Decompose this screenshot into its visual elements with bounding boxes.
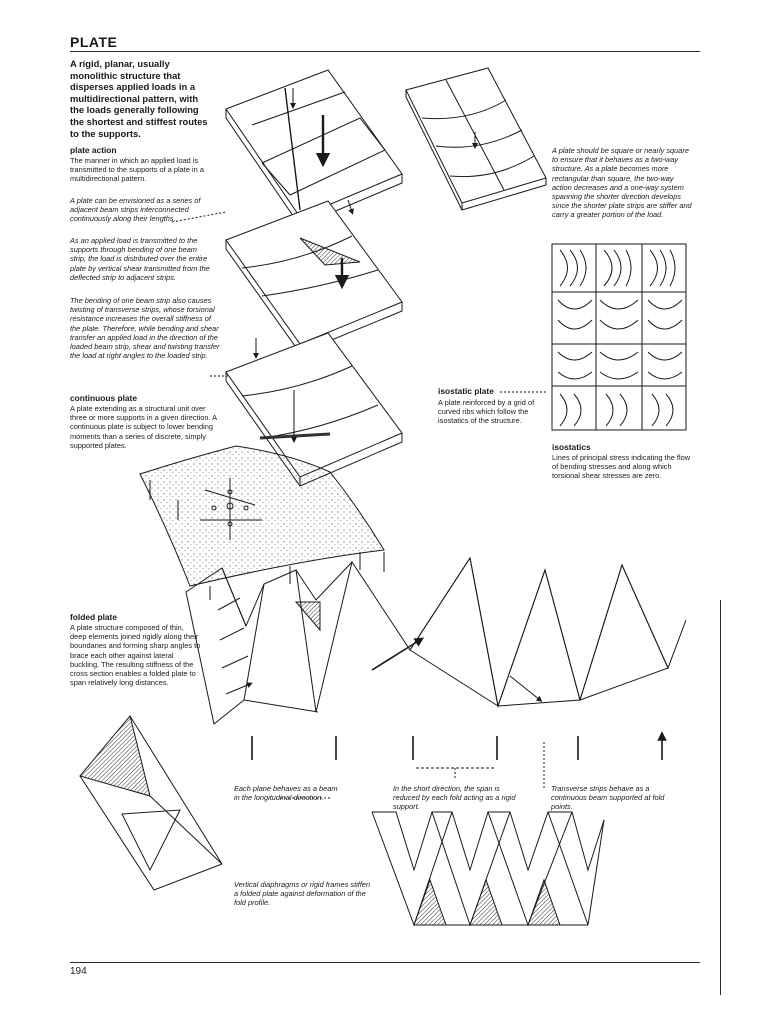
plate-action-plate-2 xyxy=(226,201,402,353)
isostatics-grid xyxy=(552,244,686,430)
plate-action-plate-1 xyxy=(226,70,402,226)
leader-line-icon xyxy=(172,212,226,222)
support-arrow-icon xyxy=(252,736,662,768)
diaphragm-drawing xyxy=(80,716,222,890)
multi-fold-plate-drawing xyxy=(372,812,604,925)
rectangular-plate xyxy=(406,68,546,210)
continuous-plate-drawing xyxy=(140,446,384,600)
folded-plate-drawing xyxy=(186,558,686,724)
